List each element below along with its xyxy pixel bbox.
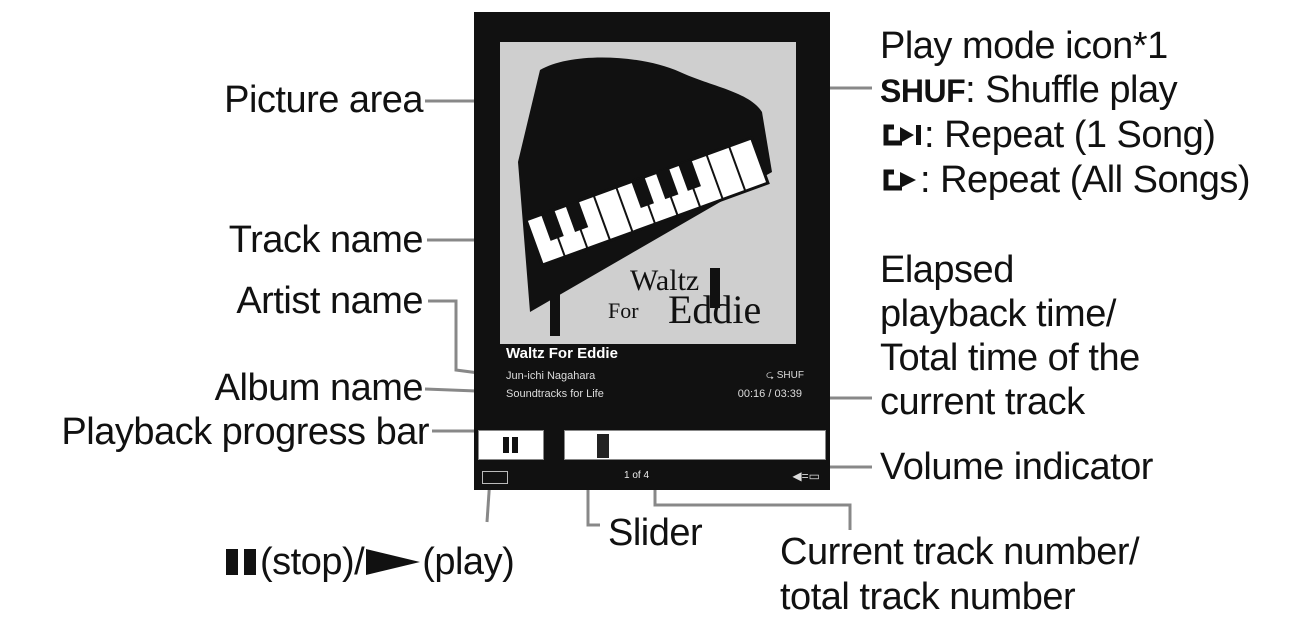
pause-icon: [503, 437, 509, 453]
label-elapsed-line2: playback time/: [880, 293, 1116, 335]
label-play-text: (play): [422, 541, 515, 583]
repeat-all-text: : Repeat (All Songs): [920, 159, 1251, 201]
label-artist-name: Artist name: [236, 280, 423, 322]
pause-icon: [226, 549, 256, 575]
album-name: Soundtracks for Life: [506, 388, 604, 400]
label-elapsed-line4: current track: [880, 381, 1085, 423]
repeat-one-text: : Repeat (1 Song): [924, 114, 1216, 156]
repeat-icon: ⮎: [765, 370, 774, 381]
label-progress-bar: Playback progress bar: [61, 411, 429, 453]
play-icon: [366, 549, 421, 575]
player-screen: Waltz For Eddie Waltz For Eddie Jun-ichi…: [474, 12, 830, 490]
album-art-title-line3: Eddie: [668, 287, 762, 332]
label-album-name: Album name: [214, 367, 424, 409]
label-track-name: Track name: [228, 219, 424, 261]
status-bar: 1 of 4 ◀=▭: [474, 464, 830, 490]
label-slider: Slider: [608, 512, 703, 554]
play-mode-indicator: ⮎ SHUF: [766, 368, 804, 385]
label-picture-area: Picture area: [224, 79, 423, 121]
play-mode-value: SHUF: [776, 370, 804, 381]
label-elapsed-line1: Elapsed: [880, 249, 1014, 291]
label-play-mode-repeat1: : Repeat (1 Song): [880, 113, 1216, 157]
repeat-one-icon: [883, 124, 921, 146]
label-play-mode-heading: Play mode icon*1: [880, 25, 1168, 67]
repeat-all-icon: [883, 169, 916, 191]
label-volume-indicator: Volume indicator: [880, 446, 1153, 488]
label-track-number-line2: total track number: [780, 576, 1076, 618]
album-art-title-line2: For: [608, 298, 639, 323]
track-name: Waltz For Eddie: [506, 345, 618, 362]
label-elapsed-line3: Total time of the: [880, 337, 1140, 379]
label-play-mode-shuffle: SHUF: Shuffle play: [880, 68, 1178, 113]
playback-progress-bar[interactable]: [564, 430, 826, 460]
shuffle-text: : Shuffle play: [965, 69, 1178, 111]
pause-play-button[interactable]: [478, 430, 544, 460]
control-bar: [478, 430, 826, 460]
track-number: 1 of 4: [624, 470, 650, 481]
label-stop-text: (stop)/: [260, 541, 365, 583]
battery-icon: [482, 471, 508, 484]
slider[interactable]: [596, 433, 610, 459]
album-art-title-line1: Waltz: [630, 264, 700, 297]
volume-icon[interactable]: ◀=▭: [792, 469, 820, 483]
elapsed-total-time: 00:16 / 03:39: [737, 388, 802, 400]
label-stop-play: (stop)/ (play): [224, 540, 515, 584]
label-track-number-line1: Current track number/: [780, 531, 1140, 573]
picture-area: Waltz For Eddie: [500, 42, 796, 344]
piano-illustration: [518, 57, 772, 336]
shuffle-symbol: SHUF: [880, 73, 966, 109]
artist-name: Jun-ichi Nagahara: [506, 370, 596, 382]
label-play-mode-repeat-all: : Repeat (All Songs): [880, 158, 1251, 202]
